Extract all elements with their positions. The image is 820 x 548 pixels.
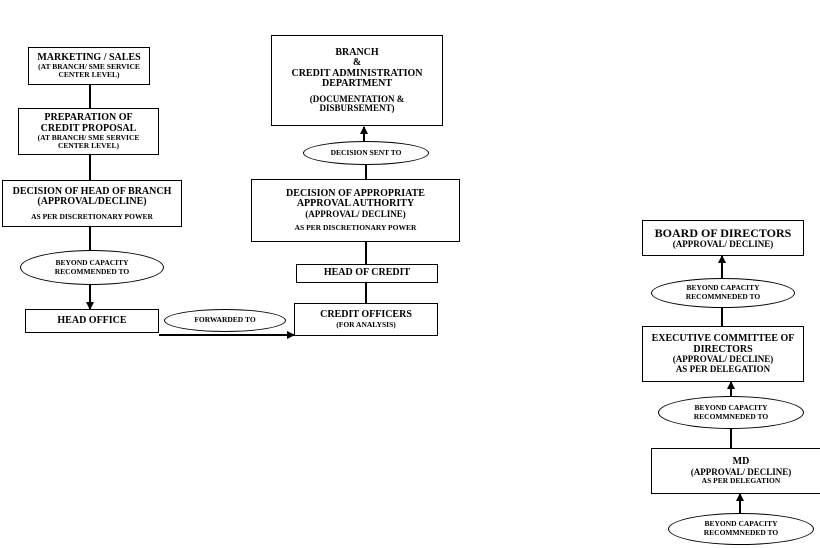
marketing-sales-box: MARKETING / SALES (AT BRANCH/ SME SERVIC…	[28, 47, 150, 85]
decision-head-branch-title: DECISION OF HEAD OF BRANCH	[12, 185, 172, 197]
decision-authority-title2: APPROVAL AUTHORITY	[296, 198, 415, 210]
executive-committee-box: EXECUTIVE COMMITTEE OF DIRECTORS (APPROV…	[642, 326, 804, 382]
marketing-sub: (AT BRANCH/ SME SERVICE	[38, 62, 140, 72]
exec-sub: (APPROVAL/ DECLINE)	[672, 354, 774, 365]
exec-title: EXECUTIVE COMMITTEE OF	[651, 333, 795, 345]
oval-line2: RECOMMNEDED TO	[685, 292, 761, 301]
oval-line2: RECOMMENDED TO	[54, 266, 130, 276]
oval-line1: BEYOND CAPACITY	[55, 257, 129, 267]
preparation-title2: CREDIT PROPOSAL	[40, 122, 137, 134]
beyond-capacity-oval-md: BEYOND CAPACITY RECOMMNEDED TO	[668, 513, 814, 545]
decision-authority-box: DECISION OF APPROPRIATE APPROVAL AUTHORI…	[251, 179, 460, 242]
preparation-box: PREPARATION OF CREDIT PROPOSAL (AT BRANC…	[18, 108, 159, 155]
md-box: MD (APPROVAL/ DECLINE) AS PER DELEGATION	[651, 448, 820, 494]
preparation-title: PREPARATION OF	[44, 112, 133, 124]
decision-sent-label: DECISION SENT TO	[330, 147, 402, 157]
exec-title2: DIRECTORS	[693, 343, 753, 355]
oval-line1: BEYOND CAPACITY	[704, 519, 778, 529]
credit-officers-title: CREDIT OFFICERS	[320, 309, 412, 321]
marketing-sub2: CENTER LEVEL)	[58, 70, 120, 80]
branch-cad-line4: DEPARTMENT	[321, 78, 393, 90]
head-office-box: HEAD OFFICE	[25, 309, 159, 333]
exec-sub2: AS PER DELEGATION	[675, 363, 771, 374]
branch-cad-line2: &	[352, 57, 362, 69]
oval-line2: RECOMMNEDED TO	[693, 411, 769, 421]
branch-cad-box: BRANCH & CREDIT ADMINISTRATION DEPARTMEN…	[271, 35, 443, 126]
credit-officers-sub: (FOR ANALYSIS)	[336, 319, 396, 329]
decision-head-branch-box: DECISION OF HEAD OF BRANCH (APPROVAL/DEC…	[2, 180, 182, 227]
decision-authority-title: DECISION OF APPROPRIATE	[286, 187, 425, 199]
head-of-credit-box: HEAD OF CREDIT	[296, 264, 438, 283]
board-sub: (APPROVAL/ DECLINE)	[672, 238, 774, 249]
decision-head-branch-sub: (APPROVAL/DECLINE)	[37, 196, 147, 208]
decision-authority-sub: (APPROVAL/ DECLINE)	[305, 208, 406, 219]
beyond-capacity-oval-exec: BEYOND CAPACITY RECOMMNEDED TO	[658, 396, 804, 429]
md-title: MD	[732, 456, 750, 468]
preparation-sub: (AT BRANCH/ SME SERVICE	[37, 133, 140, 143]
branch-cad-sub2: DISBURSEMENT)	[319, 103, 395, 113]
forwarded-label: FORWARDED TO	[194, 315, 256, 325]
forwarded-to-oval: FORWARDED TO	[164, 309, 286, 332]
decision-head-branch-note: AS PER DISCRETIONARY POWER	[31, 211, 153, 221]
head-of-credit-title: HEAD OF CREDIT	[323, 267, 411, 279]
oval-line1: BEYOND CAPACITY	[694, 402, 768, 412]
board-title: BOARD OF DIRECTORS	[654, 225, 792, 240]
decision-sent-oval: DECISION SENT TO	[303, 141, 429, 165]
head-office-title: HEAD OFFICE	[57, 314, 127, 326]
md-sub: (APPROVAL/ DECLINE)	[690, 466, 792, 477]
branch-cad-line1: BRANCH	[335, 46, 379, 58]
branch-cad-sub: (DOCUMENTATION &	[309, 93, 405, 104]
preparation-sub2: CENTER LEVEL)	[57, 141, 120, 150]
oval-line1: BEYOND CAPACITY	[686, 283, 760, 293]
branch-cad-line3: CREDIT ADMINISTRATION	[291, 67, 423, 79]
beyond-capacity-oval-board: BEYOND CAPACITY RECOMMNEDED TO	[651, 278, 795, 308]
beyond-capacity-oval: BEYOND CAPACITY RECOMMENDED TO	[20, 250, 164, 285]
decision-authority-note: AS PER DISCRETIONARY POWER	[294, 223, 417, 233]
board-of-directors-box: BOARD OF DIRECTORS (APPROVAL/ DECLINE)	[642, 220, 804, 256]
marketing-title: MARKETING / SALES	[37, 51, 141, 63]
credit-officers-box: CREDIT OFFICERS (FOR ANALYSIS)	[294, 303, 438, 336]
md-note: AS PER DELEGATION	[701, 476, 781, 486]
oval-line2: RECOMMNEDED TO	[703, 528, 779, 537]
